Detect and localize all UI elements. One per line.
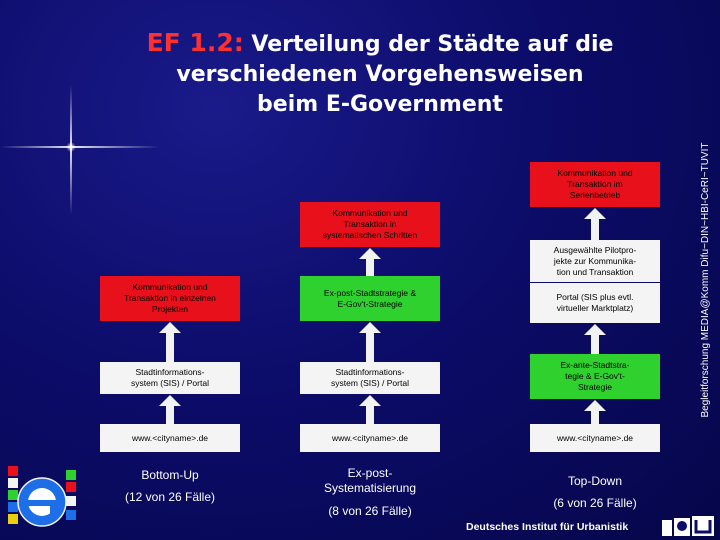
- col3-box-www: www.<cityname>.de: [530, 424, 660, 452]
- col1-arrow-2: [159, 395, 181, 406]
- col1-arrow-1: [159, 322, 181, 333]
- col3-arrow-1: [584, 208, 606, 219]
- sparkle-horizontal: [0, 146, 160, 148]
- title-line-3: beim E-Government: [257, 92, 503, 117]
- slide-title: EF 1.2: Verteilung der Städte auf die ve…: [100, 28, 660, 120]
- col2-box-communication: Kommunikation und Transaktion in systema…: [300, 202, 440, 247]
- title-line-2: verschiedenen Vorgehensweisen: [176, 62, 584, 87]
- col3-box-communication: Kommunikation und Transaktion im Serienb…: [530, 162, 660, 207]
- sparkle-center: [66, 142, 76, 152]
- mosaic-e-logo: [8, 466, 76, 527]
- sidebar-vertical-text: Begleitforschung MEDIA@Komm Difu~DIN~HBI…: [700, 142, 711, 418]
- col2-arrow-1: [359, 248, 381, 259]
- col1-box-communication: Kommunikation und Transaktion in einzeln…: [100, 276, 240, 321]
- title-line-1: Verteilung der Städte auf die: [251, 32, 614, 57]
- col3-count: (6 von 26 Fälle): [553, 496, 637, 510]
- col1-label: Bottom-Up: [141, 468, 199, 482]
- col3-box-pilot-projects: Ausgewählte Pilotpro- jekte zur Kommunik…: [530, 240, 660, 282]
- col2-arrow-shaft-3: [366, 405, 374, 424]
- institution-logos: [662, 516, 714, 536]
- col3-box-portal: Portal (SIS plus evtl. virtueller Marktp…: [530, 283, 660, 323]
- col1-arrow-shaft-1: [166, 332, 174, 362]
- title-prefix: EF 1.2:: [146, 28, 244, 57]
- col2-arrow-shaft-2: [366, 332, 374, 362]
- col1-count: (12 von 26 Fälle): [124, 490, 216, 504]
- col2-arrow-3: [359, 395, 381, 406]
- col2-label: Ex-post- Systematisierung: [323, 466, 417, 495]
- footer-institute: Deutsches Institut für Urbanistik: [466, 521, 629, 533]
- col2-arrow-2: [359, 322, 381, 333]
- col3-arrow-shaft-1: [591, 218, 599, 240]
- col3-arrow-shaft-3: [591, 410, 599, 424]
- col3-arrow-2: [584, 324, 606, 335]
- col1-arrow-shaft-2: [166, 405, 174, 424]
- col3-arrow-3: [584, 400, 606, 411]
- col3-box-strategy: Ex-ante-Stadtstra- tegie & E-Gov't- Stra…: [530, 354, 660, 399]
- col2-box-www: www.<cityname>.de: [300, 424, 440, 452]
- col2-box-strategy: Ex-post-Stadtstrategie & E-Gov't-Strateg…: [300, 276, 440, 321]
- col3-label: Top-Down: [567, 474, 623, 488]
- col2-count: (8 von 26 Fälle): [328, 504, 412, 518]
- col3-arrow-shaft-2: [591, 334, 599, 354]
- col1-box-sis: Stadtinformations- system (SIS) / Portal: [100, 362, 240, 394]
- col1-box-www: www.<cityname>.de: [100, 424, 240, 452]
- col2-box-sis: Stadtinformations- system (SIS) / Portal: [300, 362, 440, 394]
- col2-arrow-shaft-1: [366, 258, 374, 280]
